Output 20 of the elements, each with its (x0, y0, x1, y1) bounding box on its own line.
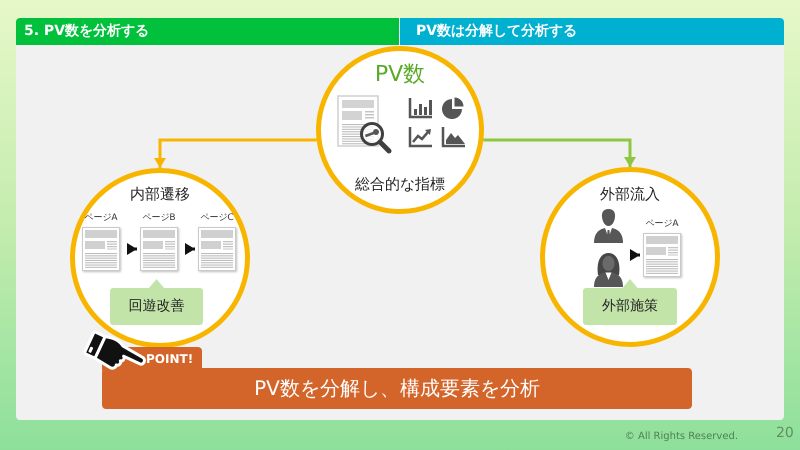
callout-text: 回遊改善 (128, 298, 184, 315)
page-label: ページA (84, 213, 118, 224)
section-title: 5. PV数を分析する (16, 18, 399, 45)
callout-text: 外部施策 (602, 298, 658, 315)
arrow (185, 243, 195, 255)
arrow (630, 249, 640, 261)
copyright-notice: © All Rights Reserved. (624, 430, 738, 443)
metric-title: PV数 (374, 62, 426, 88)
arrow (127, 243, 137, 255)
circle-heading: 外部流入 (600, 185, 660, 203)
page-label: ページC (200, 213, 234, 224)
circle-heading: 内部遷移 (130, 185, 190, 203)
summary-banner: PV数を分解し、構成要素を分析 (102, 368, 692, 409)
page-label: ページB (142, 213, 176, 224)
page-label: ページA (645, 219, 679, 230)
arrow (483, 138, 636, 167)
section-subtitle: PV数は分解して分析する (400, 18, 784, 45)
arrow (154, 138, 317, 168)
metric-caption: 総合的な指標 (355, 175, 445, 193)
page-number: 20 (776, 425, 794, 442)
